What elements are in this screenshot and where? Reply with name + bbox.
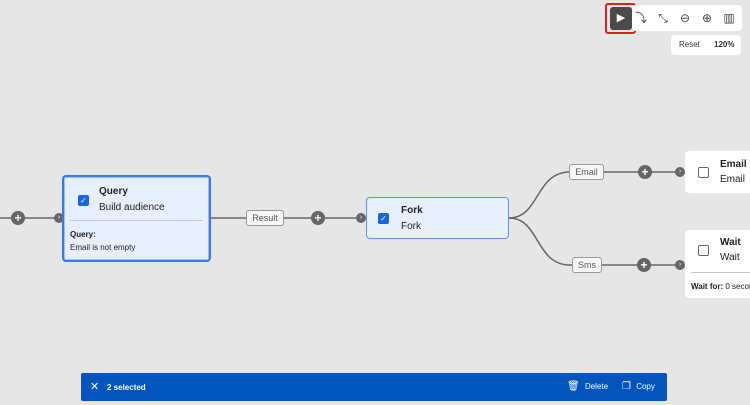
select-tool-button[interactable]: ▶ xyxy=(610,7,632,30)
wait-checkbox[interactable] xyxy=(698,245,709,256)
query-node[interactable]: ✓ Query Build audience Query: Email is n… xyxy=(62,175,211,262)
email-checkbox[interactable] xyxy=(698,167,709,178)
query-checkbox[interactable]: ✓ xyxy=(78,195,89,206)
wait-node[interactable]: Wait Wait Wait for: 0 seconds xyxy=(685,230,750,298)
add-activity-button[interactable]: + xyxy=(311,211,325,225)
chevron-right-icon: › xyxy=(675,260,685,270)
node-subtitle: Email xyxy=(720,174,746,185)
zoom-in-icon[interactable]: ⊕ xyxy=(701,11,713,25)
add-activity-button[interactable]: + xyxy=(11,211,25,225)
chevron-right-icon: › xyxy=(675,167,685,177)
collapse-icon[interactable]: ⤡ xyxy=(658,11,668,25)
trash-icon: 🗑 xyxy=(567,381,580,392)
zoom-level: 120% xyxy=(714,40,735,49)
delete-label: Delete xyxy=(584,382,609,391)
close-icon[interactable]: ✕ xyxy=(90,381,100,393)
node-title: Query xyxy=(99,186,128,197)
email-node[interactable]: Email Email xyxy=(685,151,750,193)
node-subtitle: Fork xyxy=(401,221,421,232)
add-activity-button[interactable]: + xyxy=(638,165,652,179)
map-icon[interactable]: ▥ xyxy=(723,11,735,25)
transition-result[interactable]: Result xyxy=(246,210,284,226)
detail-label: Wait for: xyxy=(691,282,724,291)
detail-label: Query: xyxy=(70,230,96,239)
add-activity-button[interactable]: + xyxy=(637,258,651,272)
delete-button[interactable]: 🗑 Delete xyxy=(567,381,608,392)
reset-button[interactable]: Reset xyxy=(679,40,700,49)
node-subtitle: Build audience xyxy=(99,202,165,213)
zoom-out-icon[interactable]: ⊖ xyxy=(679,11,691,25)
node-title: Fork xyxy=(401,205,423,216)
selection-action-bar: ✕ 2 selected 🗑 Delete ❐ Copy xyxy=(81,373,667,401)
canvas-toolbar: ⤵ ⤡ ⊖ ⊕ ▥ xyxy=(632,5,742,31)
fork-node[interactable]: ✓ Fork Fork xyxy=(366,197,509,239)
chevron-right-icon: › xyxy=(356,213,366,223)
node-title: Wait xyxy=(720,237,741,248)
detail-value: 0 seconds xyxy=(725,282,750,291)
chevron-right-icon: › xyxy=(54,213,64,223)
pointer-icon: ▶ xyxy=(616,12,626,24)
transition-email[interactable]: Email xyxy=(569,164,604,180)
divider xyxy=(691,272,750,273)
connect-icon[interactable]: ⤵ xyxy=(634,11,647,25)
copy-icon: ❐ xyxy=(622,381,631,392)
fork-checkbox[interactable]: ✓ xyxy=(378,213,389,224)
selection-count: 2 selected xyxy=(107,383,146,392)
zoom-controls: Reset 120% xyxy=(671,35,741,55)
transition-sms[interactable]: Sms xyxy=(572,257,602,273)
node-subtitle: Wait xyxy=(720,252,740,263)
detail-value: Email is not empty xyxy=(70,243,136,252)
divider xyxy=(70,220,203,221)
copy-label: Copy xyxy=(636,382,655,391)
node-title: Email xyxy=(720,159,747,170)
copy-button[interactable]: ❐ Copy xyxy=(622,381,655,392)
